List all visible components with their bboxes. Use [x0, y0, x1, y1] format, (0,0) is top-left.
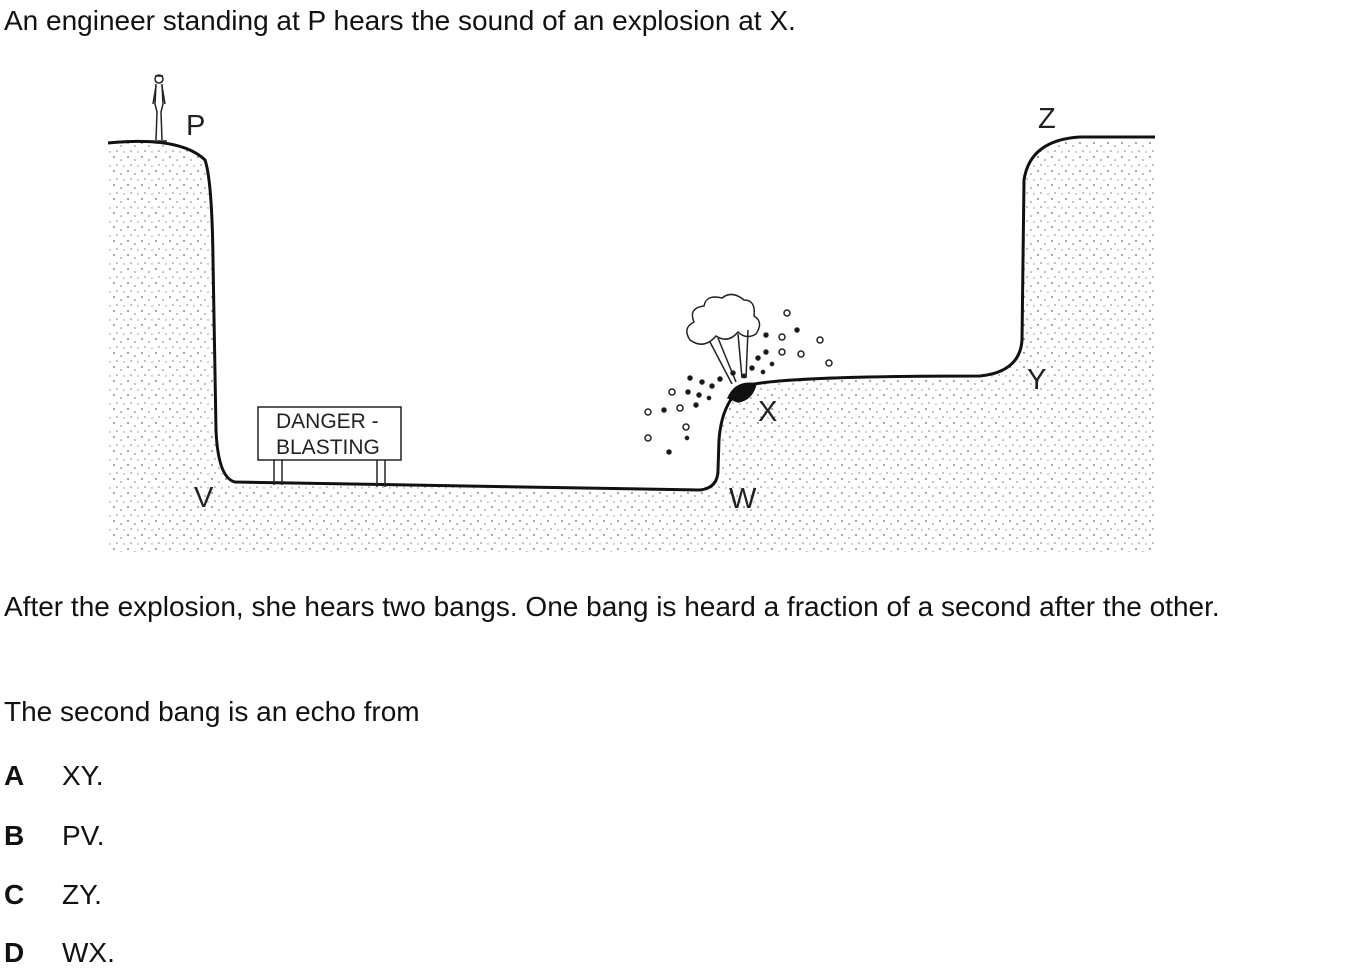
option-text: PV. [62, 820, 105, 851]
question-intro: An engineer standing at P hears the soun… [4, 5, 796, 36]
ground-fill [108, 137, 1155, 552]
engineer-figure [151, 74, 167, 142]
explosion [686, 293, 761, 403]
option-letter: A [4, 760, 25, 791]
option-letter: D [4, 937, 25, 968]
debris [644, 309, 833, 455]
option-c[interactable]: C ZY. [4, 878, 102, 912]
label-v: V [194, 482, 214, 514]
label-z: Z [1038, 103, 1056, 135]
sign-line-1: DANGER - [276, 410, 379, 433]
option-text: WX. [62, 937, 115, 968]
label-w: W [729, 483, 757, 515]
option-text: XY. [62, 760, 104, 791]
sign-line-2: BLASTING [276, 436, 380, 459]
ground-outline [107, 135, 1155, 492]
option-letter: C [4, 879, 25, 910]
danger-sign: DANGER - BLASTING [257, 406, 402, 487]
option-text: ZY. [62, 879, 102, 910]
question-stem: The second bang is an echo from [4, 696, 420, 727]
label-x: X [758, 396, 777, 428]
question-after: After the explosion, she hears two bangs… [4, 591, 1220, 622]
option-letter: B [4, 820, 25, 851]
option-a[interactable]: A XY. [4, 759, 104, 793]
option-b[interactable]: B PV. [4, 819, 105, 853]
label-y: Y [1027, 364, 1046, 396]
cliff-diagram: DANGER - BLASTING [107, 74, 1155, 552]
label-p: P [186, 110, 205, 142]
option-d[interactable]: D WX. [4, 936, 115, 970]
